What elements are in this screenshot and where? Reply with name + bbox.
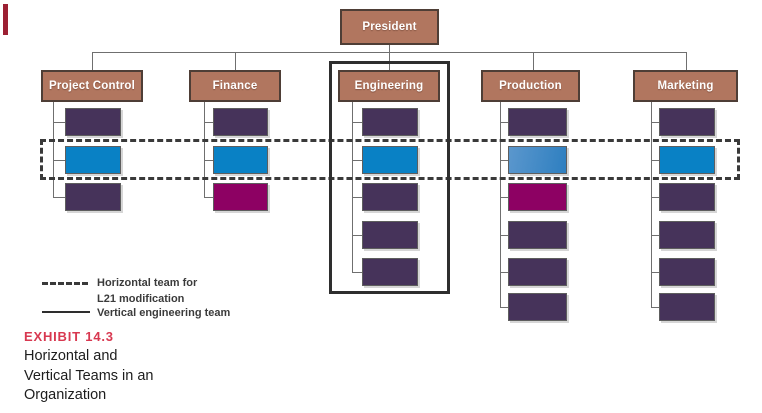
connector-line: [651, 160, 659, 161]
team-box-dark: [65, 183, 121, 211]
team-box-dark: [362, 108, 418, 136]
team-box-magenta: [213, 183, 268, 211]
team-box-blue: [213, 146, 268, 174]
accent-bar: [3, 4, 8, 35]
solid-line-swatch: [42, 311, 90, 313]
connector-line: [53, 102, 54, 197]
connector-line: [204, 102, 205, 197]
connector-line: [53, 122, 65, 123]
caption-line: Vertical Teams in an: [24, 367, 154, 384]
connector-line: [500, 307, 508, 308]
connector-line: [204, 197, 213, 198]
connector-line: [352, 122, 362, 123]
team-box-dark: [65, 108, 121, 136]
team-box-dark: [508, 293, 567, 321]
team-box-dark: [362, 258, 418, 286]
dept-header-finance: Finance: [189, 70, 281, 102]
vertical-team-outline: [329, 61, 450, 294]
connector-line: [204, 122, 213, 123]
connector-line: [352, 197, 362, 198]
connector-line: [651, 122, 659, 123]
connector-line: [651, 102, 652, 307]
connector-line: [53, 197, 65, 198]
dashed-line-swatch: [42, 282, 88, 285]
connector-line: [651, 307, 659, 308]
dept-header-marketing: Marketing: [633, 70, 738, 102]
connector-line: [352, 235, 362, 236]
team-box-dark: [659, 108, 715, 136]
team-box-dark: [508, 108, 567, 136]
legend-label: L21 modification: [97, 293, 185, 305]
connector-line: [389, 45, 390, 52]
team-box-dark: [659, 293, 715, 321]
connector-line: [500, 197, 508, 198]
connector-line: [235, 52, 236, 70]
legend-label: Horizontal team for: [97, 277, 198, 289]
connector-line: [500, 102, 501, 307]
caption-line: Horizontal and: [24, 348, 118, 364]
connector-line: [533, 52, 534, 70]
team-box-blue: [65, 146, 121, 174]
connector-line: [686, 52, 687, 70]
connector-line: [500, 235, 508, 236]
dept-header-engineering: Engineering: [338, 70, 440, 102]
connector-line: [352, 160, 362, 161]
team-box-dark: [362, 183, 418, 211]
team-box-dark: [508, 221, 567, 249]
president-box: President: [340, 9, 439, 45]
team-box-dark: [213, 108, 268, 136]
connector-line: [500, 272, 508, 273]
team-box-dark: [659, 258, 715, 286]
connector-line: [651, 235, 659, 236]
exhibit-caption: Horizontal and Vertical Teams in an Orga…: [24, 347, 154, 406]
team-box-blue-light: [508, 146, 567, 174]
exhibit-label: EXHIBIT 14.3: [24, 329, 114, 344]
connector-line: [204, 160, 213, 161]
team-box-blue: [362, 146, 418, 174]
connector-line: [651, 197, 659, 198]
caption-line: Organization: [24, 387, 107, 403]
team-box-dark: [659, 183, 715, 211]
connector-line: [53, 160, 65, 161]
team-box-dark: [508, 258, 567, 286]
connector-line: [352, 102, 353, 272]
connector-line: [651, 272, 659, 273]
team-box-dark: [659, 221, 715, 249]
connector-line: [500, 122, 508, 123]
team-box-magenta: [508, 183, 567, 211]
connector-line: [92, 52, 93, 70]
horizontal-team-outline: [40, 139, 740, 180]
team-box-blue: [659, 146, 715, 174]
connector-line: [352, 272, 362, 273]
team-box-dark: [362, 221, 418, 249]
legend-label: Vertical engineering team: [97, 307, 231, 319]
dept-header-project-control: Project Control: [41, 70, 143, 102]
connector-line: [500, 160, 508, 161]
dept-header-production: Production: [481, 70, 580, 102]
